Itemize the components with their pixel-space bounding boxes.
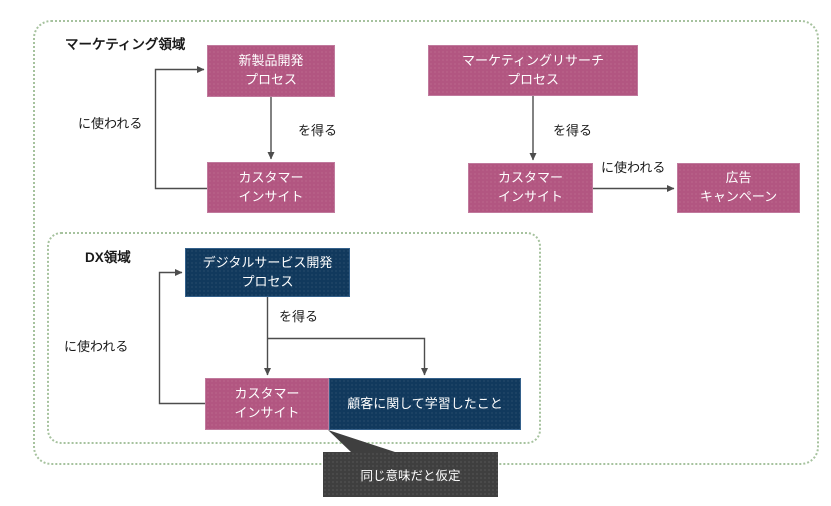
node-new-product-process-label: 新製品開発 プロセス <box>238 53 304 87</box>
node-new-product-process: 新製品開発 プロセス <box>207 45 335 97</box>
node-learned-about-customers-label: 顧客に関して学習したこと <box>347 395 503 411</box>
node-digital-service-process: デジタルサービス開発 プロセス <box>185 248 350 297</box>
node-marketing-research-process-label: マーケティングリサーチ プロセス <box>462 52 604 87</box>
node-marketing-research-process: マーケティングリサーチ プロセス <box>428 45 638 96</box>
node-customer-insight-dx: カスタマー インサイト <box>205 378 329 430</box>
callout-text: 同じ意味だと仮定 <box>360 469 461 483</box>
edge-label-used-for-dx-loop: に使われる <box>64 339 129 354</box>
node-customer-insight-marketing-left: カスタマー インサイト <box>207 162 335 213</box>
region-marketing-label: マーケティング領域 <box>65 37 186 52</box>
node-ad-campaign-label: 広告 キャンペーン <box>699 170 778 204</box>
node-ad-campaign: 広告 キャンペーン <box>677 163 800 213</box>
node-learned-about-customers: 顧客に関して学習したこと <box>329 378 521 430</box>
node-customer-insight-marketing-left-label: カスタマー インサイト <box>238 169 304 204</box>
edge-label-obtain-new-product: を得る <box>298 123 338 138</box>
node-customer-insight-marketing-right: カスタマー インサイト <box>468 163 593 213</box>
node-customer-insight-dx-label: カスタマー インサイト <box>234 386 300 420</box>
edge-label-used-for-marketing-loop: に使われる <box>78 116 143 131</box>
edge-label-obtain-digital: を得る <box>279 309 319 324</box>
region-dx-label: DX領域 <box>85 250 131 265</box>
edge-label-used-for-ad: に使われる <box>601 160 666 175</box>
callout-box: 同じ意味だと仮定 <box>323 452 498 497</box>
region-dx <box>47 232 541 444</box>
node-digital-service-process-label: デジタルサービス開発 プロセス <box>202 254 333 289</box>
node-customer-insight-marketing-right-label: カスタマー インサイト <box>497 170 563 204</box>
edge-label-obtain-research: を得る <box>553 123 593 138</box>
